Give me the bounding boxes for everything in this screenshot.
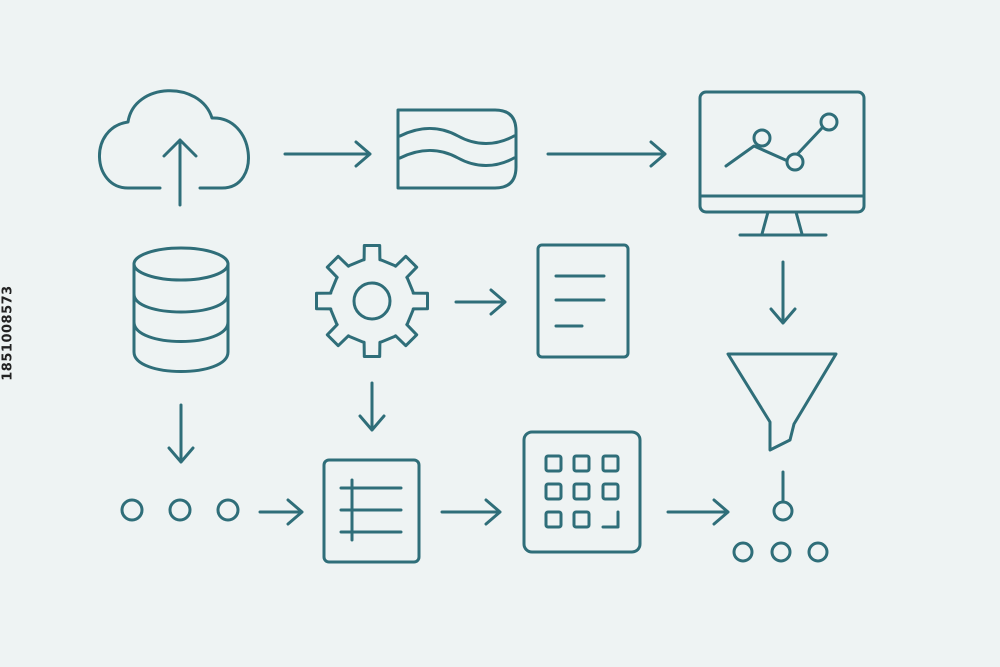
three-dots-icon	[732, 541, 829, 563]
cloud-upload-icon	[98, 89, 250, 207]
gear-icon	[315, 244, 429, 358]
arrow-right-icon	[666, 498, 730, 526]
arrow-down-icon	[769, 260, 797, 325]
grid-keypad-icon	[522, 430, 642, 554]
document-icon	[536, 243, 630, 359]
list-card-icon	[322, 458, 421, 564]
three-dots-icon	[120, 498, 240, 522]
arrow-right-icon	[440, 498, 502, 526]
arrow-right-icon	[454, 288, 507, 316]
funnel-icon	[726, 352, 838, 452]
arrow-down-icon	[167, 403, 195, 464]
arrow-right-icon	[283, 140, 372, 168]
arrow-down-icon	[358, 381, 386, 432]
database-icon	[132, 246, 230, 373]
stock-image-id-text: 1851008573	[0, 285, 16, 381]
monitor-line-chart-icon	[698, 90, 866, 237]
arrow-right-icon	[546, 140, 667, 168]
arrow-right-icon	[258, 498, 304, 526]
output-connector	[772, 470, 794, 522]
wave-banner-icon	[396, 108, 518, 190]
